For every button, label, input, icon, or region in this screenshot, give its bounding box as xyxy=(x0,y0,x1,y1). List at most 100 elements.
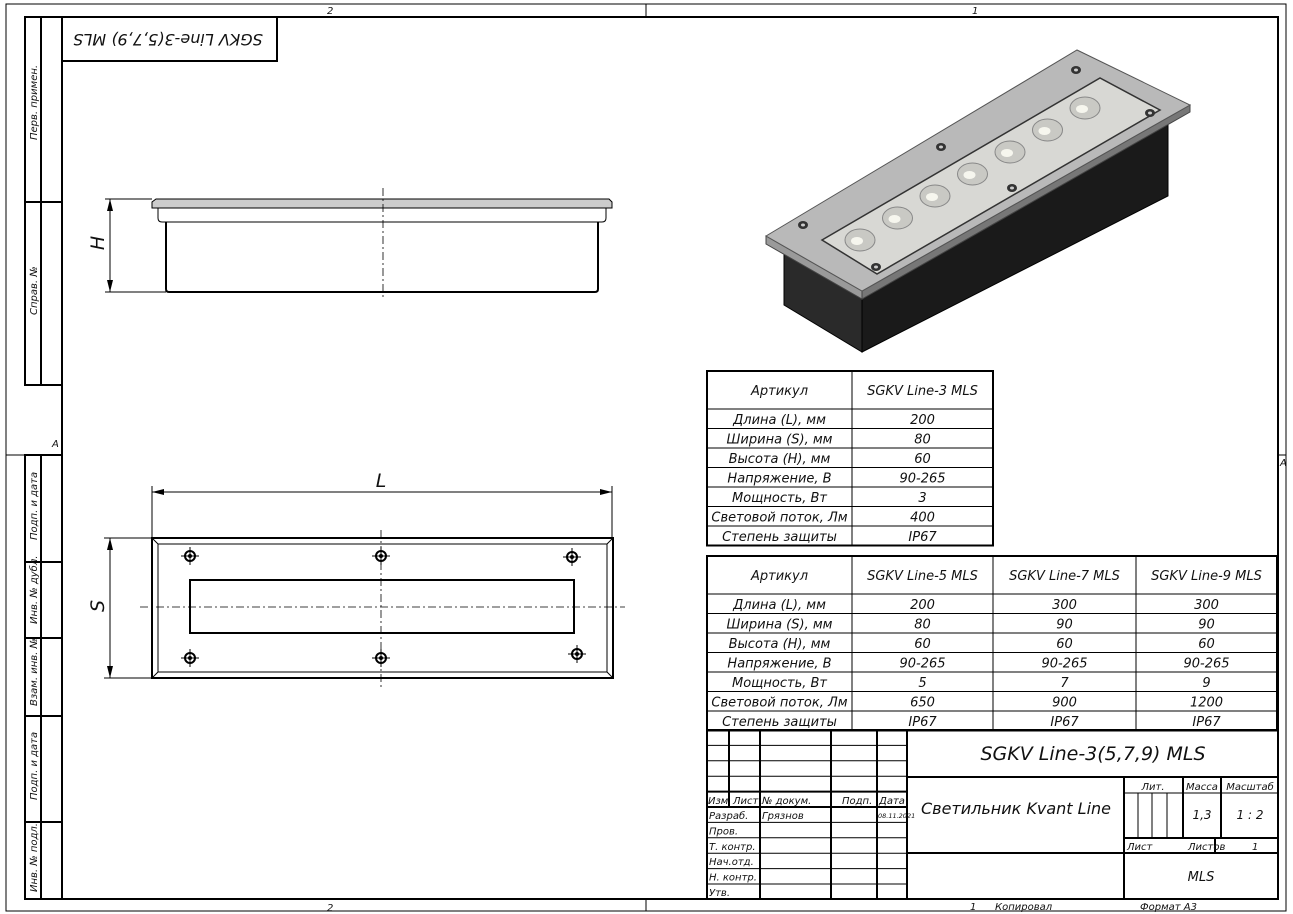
table-param-cell: Степень защиты xyxy=(722,530,837,545)
tb-lit-label: Лит. xyxy=(1140,782,1164,793)
table-value-cell: 200 xyxy=(910,413,935,428)
tb-scale-label: Масштаб xyxy=(1226,781,1274,793)
tb-role: Разраб. xyxy=(709,810,748,822)
table-value-cell: 90-265 xyxy=(1041,656,1087,671)
tb-col-header: № докум. xyxy=(761,796,811,807)
table-value-cell: 60 xyxy=(1198,637,1215,652)
table-value-cell: 900 xyxy=(1052,695,1077,710)
led-lens xyxy=(919,184,951,208)
tb-sheets-label: Листов xyxy=(1187,842,1225,853)
table-header-cell: SGKV Line-7 MLS xyxy=(1009,569,1120,584)
tb-sheet-label: Лист xyxy=(1126,842,1154,853)
led-array xyxy=(844,96,1101,252)
tb-mass-label: Масса xyxy=(1186,782,1218,793)
dim-L-label: L xyxy=(376,470,387,492)
table-value-cell: 60 xyxy=(914,452,931,467)
strip-label: Инв. № дубл. xyxy=(28,556,40,624)
table-value-cell: 90-265 xyxy=(899,656,945,671)
iso-screws xyxy=(798,66,1155,271)
screw-icon xyxy=(871,263,881,271)
format-label: Формат А3 xyxy=(1140,902,1197,913)
table-header-cell: SGKV Line-9 MLS xyxy=(1151,569,1262,584)
table-param-cell: Длина (L), мм xyxy=(732,598,826,613)
stamp-box xyxy=(61,16,278,62)
table-value-cell: 60 xyxy=(1056,637,1073,652)
screw-hole-icon xyxy=(563,548,581,566)
tb-designation: SGKV Line-3(5,7,9) MLS xyxy=(980,743,1205,765)
side-view xyxy=(105,188,613,300)
tb-name: Светильник Kvant Line xyxy=(921,799,1111,818)
dim-H-label: H xyxy=(87,236,109,250)
table-value-cell: 90 xyxy=(1198,617,1215,632)
table-value-cell: IP67 xyxy=(1192,715,1221,730)
screw-hole-icon xyxy=(372,547,390,565)
table-param-cell: Световой поток, Лм xyxy=(711,695,847,710)
table-param-cell: Напряжение, В xyxy=(727,471,831,486)
screw-icon xyxy=(1071,66,1081,74)
table-value-cell: 300 xyxy=(1052,598,1077,613)
table-value-cell: 3 xyxy=(918,491,926,506)
screw-hole-icon xyxy=(181,649,199,667)
table-value-cell: 90-265 xyxy=(1183,656,1229,671)
screw-hole-icon xyxy=(181,547,199,565)
zone-mark: 1 xyxy=(972,6,978,17)
table-value-cell: 1200 xyxy=(1190,695,1223,710)
table-value-cell: 650 xyxy=(910,695,935,710)
tb-role: Пров. xyxy=(709,826,738,837)
isometric-render xyxy=(765,49,1192,353)
table-value-cell: 90-265 xyxy=(899,471,945,486)
copied-num: 1 xyxy=(970,902,976,913)
screw-icon xyxy=(1007,184,1017,192)
table-value-cell: 80 xyxy=(914,432,931,447)
led-lens xyxy=(844,228,876,252)
strip-label: Инв. № подл. xyxy=(29,823,40,892)
tb-developer: Грязнов xyxy=(762,811,804,822)
screw-icon xyxy=(936,143,946,151)
tb-col-header: Лист xyxy=(732,796,760,807)
led-lens xyxy=(1032,118,1063,142)
tb-date: 08.11.2021 xyxy=(878,812,915,820)
tb-col-header: Дата xyxy=(878,796,905,807)
table-param-cell: Мощность, Вт xyxy=(732,676,827,691)
strip-label: Подп. и дата xyxy=(29,472,40,540)
table-param-cell: Ширина (S), мм xyxy=(727,432,833,447)
table-value-cell: 5 xyxy=(918,676,926,691)
led-lens xyxy=(882,206,913,230)
screw-hole-icon xyxy=(568,645,586,663)
table-value-cell: 200 xyxy=(910,598,935,613)
zone-mark: 2 xyxy=(327,903,333,914)
screw-hole-icon xyxy=(372,649,390,667)
led-lens xyxy=(994,140,1026,164)
table-value-cell: 80 xyxy=(914,617,931,632)
table-value-cell: 7 xyxy=(1060,676,1069,691)
tb-role: Н. контр. xyxy=(709,873,757,884)
tb-sheets: 1 xyxy=(1252,842,1258,853)
table-param-cell: Мощность, Вт xyxy=(732,491,827,506)
screw-holes xyxy=(181,547,586,667)
tb-col-header: Изм xyxy=(708,796,729,807)
table-value-cell: 300 xyxy=(1194,598,1219,613)
table-param-cell: Ширина (S), мм xyxy=(727,617,833,632)
tb-col-header: Подп. xyxy=(842,796,872,807)
table-value-cell: 9 xyxy=(1202,676,1210,691)
left-strip-lower xyxy=(24,454,63,900)
zone-mark: A xyxy=(51,439,59,450)
tb-org: MLS xyxy=(1188,870,1215,885)
strip-label: Справ. № xyxy=(29,266,40,315)
zone-mark: A xyxy=(1279,458,1287,469)
table-param-cell: Напряжение, В xyxy=(727,656,831,671)
tb-scale: 1 : 2 xyxy=(1237,808,1264,822)
table-value-cell: 90 xyxy=(1056,617,1073,632)
table-header-cell: SGKV Line-3 MLS xyxy=(867,384,978,399)
table-value-cell: IP67 xyxy=(908,715,937,730)
table-param-cell: Высота (H), мм xyxy=(729,637,831,652)
table-header-cell: Артикул xyxy=(750,569,808,584)
tb-mass: 1,3 xyxy=(1192,808,1211,822)
dim-S-label: S xyxy=(87,600,109,612)
table-value-cell: IP67 xyxy=(1050,715,1079,730)
table-param-cell: Длина (L), мм xyxy=(732,413,826,428)
left-strip-upper xyxy=(24,16,63,386)
table-param-cell: Высота (H), мм xyxy=(729,452,831,467)
